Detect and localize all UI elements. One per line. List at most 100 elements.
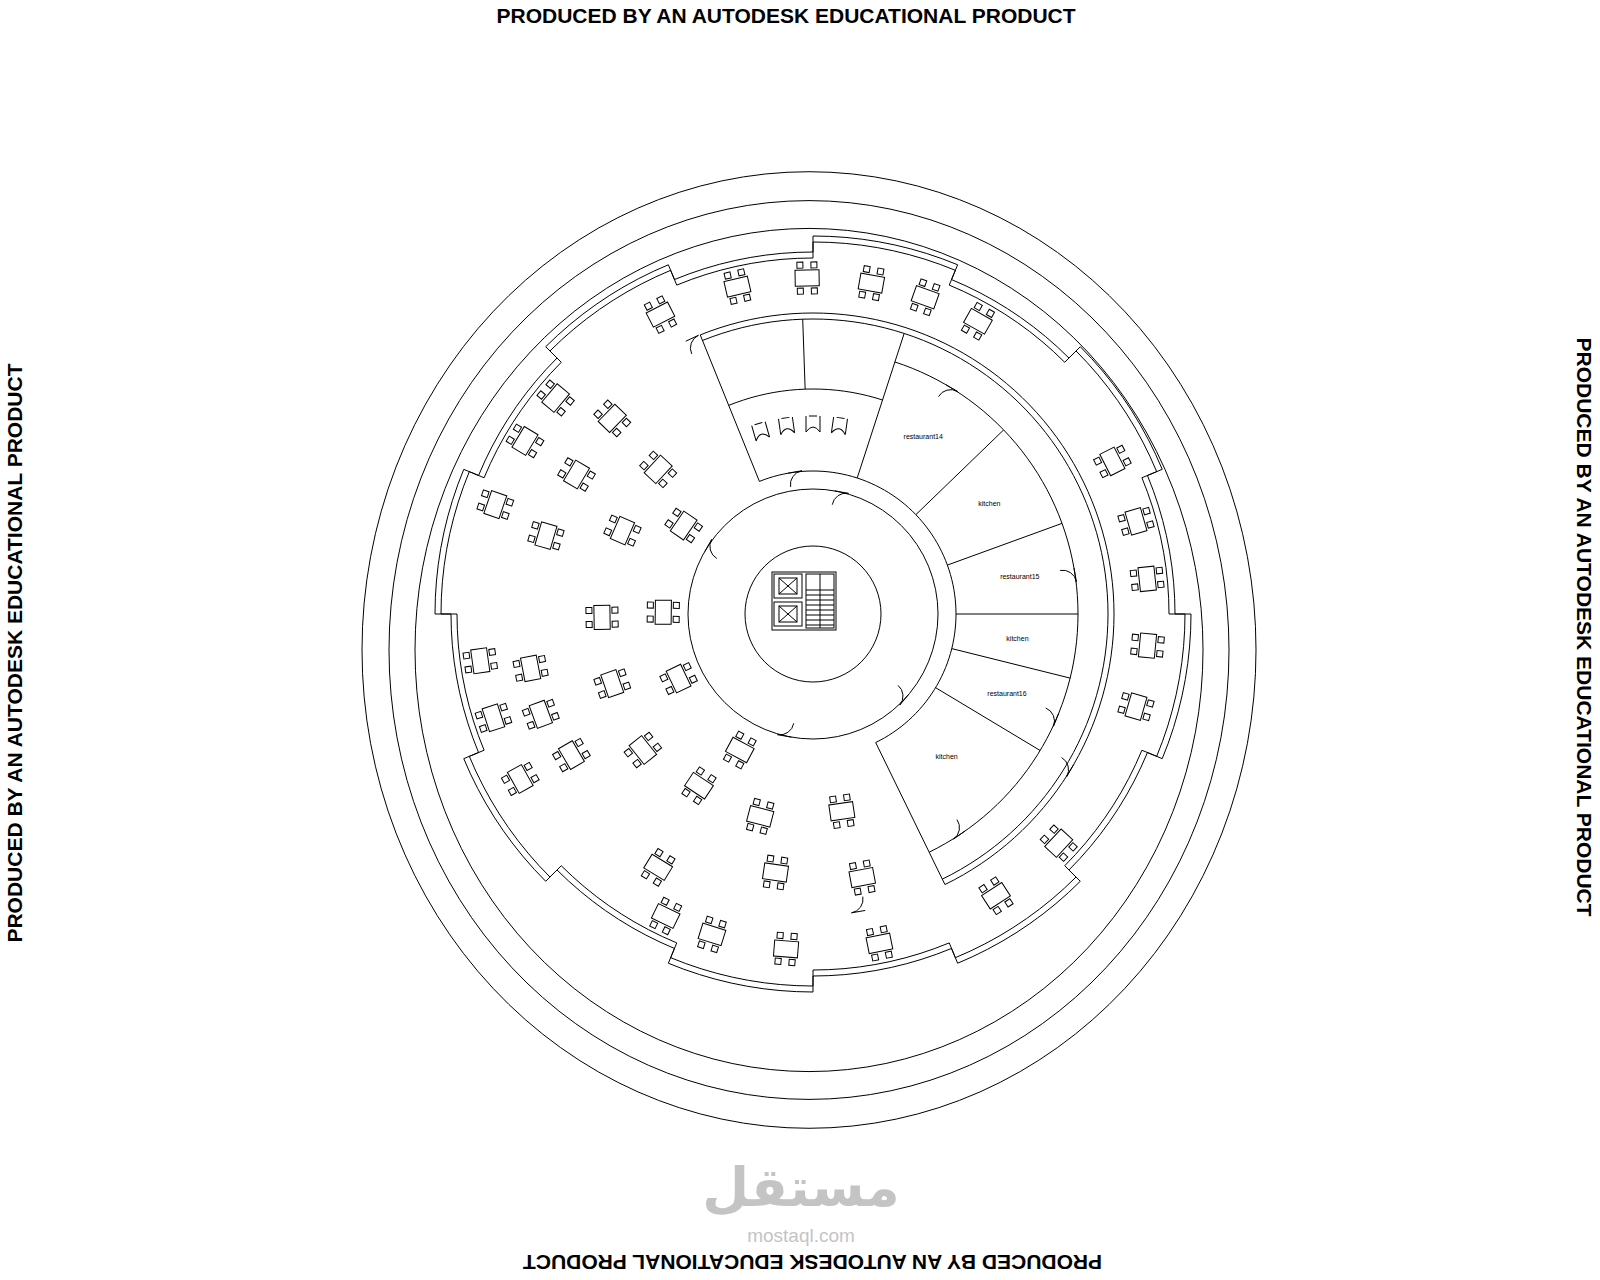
core-wall	[688, 489, 938, 739]
door-swing	[778, 723, 794, 737]
dining-table	[795, 262, 820, 294]
door-swing	[832, 491, 848, 505]
dining-table	[475, 701, 513, 734]
dining-table	[638, 450, 678, 489]
door-swing	[939, 385, 958, 397]
partition-wall	[857, 333, 904, 478]
room-name: kitchen	[936, 753, 958, 761]
dining-table	[463, 647, 498, 675]
dining-table	[745, 798, 776, 835]
dining-table	[1093, 444, 1132, 480]
dining-table	[643, 295, 679, 334]
dining-table	[1117, 505, 1154, 537]
curved-wall	[759, 471, 956, 743]
dining-table	[1130, 565, 1164, 592]
dining-table	[505, 422, 545, 459]
room-name: kitchen	[978, 500, 1000, 508]
curved-wall	[895, 362, 1078, 852]
partition-wall	[956, 614, 1078, 615]
dining-table	[761, 855, 789, 890]
dining-table	[603, 513, 642, 548]
watermark-text: PRODUCED BY AN AUTODESK EDUCATIONAL PROD…	[523, 1250, 1102, 1274]
dining-table	[664, 507, 704, 545]
room-box: kitchen	[1004, 634, 1030, 644]
watermark-text: PRODUCED BY AN AUTODESK EDUCATIONAL PROD…	[4, 363, 28, 942]
curved-wall	[702, 319, 1108, 879]
dining-table	[552, 737, 592, 774]
dining-table	[623, 731, 663, 770]
core-wall	[745, 546, 881, 682]
dining-table	[1117, 691, 1154, 723]
door-swing	[898, 685, 909, 705]
dining-table	[592, 399, 632, 439]
curved-wall	[729, 389, 883, 405]
dining-table	[857, 265, 886, 301]
dining-table	[536, 379, 576, 418]
outer-wall	[441, 242, 1185, 986]
room-name: restaurant15	[1000, 573, 1039, 581]
site-url: mostaql.com	[747, 1225, 855, 1247]
dining-table	[722, 268, 753, 305]
room-name: kitchen	[1006, 635, 1028, 643]
dining-table	[513, 654, 549, 684]
toilet-stall	[831, 417, 847, 435]
partition-wall	[876, 743, 945, 885]
site-ring	[389, 201, 1229, 1100]
dining-area	[513, 399, 877, 896]
dining-table	[696, 916, 729, 954]
dining-table	[864, 925, 894, 961]
dining-table	[557, 456, 597, 493]
dining-table	[640, 847, 677, 887]
door-swing	[1060, 568, 1076, 582]
room-box: restaurant15	[998, 572, 1041, 582]
dining-table	[1039, 823, 1079, 862]
outer-wall	[435, 236, 1191, 992]
site-rings	[362, 172, 1256, 1129]
door-swing	[705, 539, 717, 558]
room-box: kitchen	[976, 499, 1002, 509]
site-logo: مستقل	[702, 1157, 900, 1219]
lift-stair-core	[772, 572, 836, 630]
watermark-text: PRODUCED BY AN AUTODESK EDUCATIONAL PROD…	[496, 4, 1075, 28]
dining-table	[476, 488, 514, 521]
partition-wall	[952, 649, 1070, 679]
door-swing	[1062, 758, 1074, 777]
door-swing	[788, 471, 802, 487]
dining-table	[1130, 632, 1164, 659]
room-box: kitchen	[934, 752, 960, 762]
partition-wall	[947, 523, 1062, 565]
dining-table	[500, 761, 540, 798]
dining-table	[527, 520, 564, 552]
room-box: restaurant14	[902, 432, 945, 442]
site-ring	[415, 228, 1203, 1071]
dining-table	[960, 301, 997, 341]
door-swing	[851, 897, 865, 913]
dining-table	[648, 896, 684, 935]
dining-table	[659, 661, 698, 696]
door-swing	[954, 820, 965, 839]
room-name: restaurant16	[987, 690, 1026, 698]
partition-wall	[936, 688, 1041, 751]
toilet-stall	[806, 416, 820, 432]
room-name: restaurant14	[904, 433, 943, 441]
curved-wall	[700, 313, 1114, 885]
dining-table	[586, 605, 618, 630]
room-box: restaurant16	[985, 689, 1028, 699]
watermark-text: PRODUCED BY AN AUTODESK EDUCATIONAL PROD…	[1572, 337, 1596, 916]
dining-table	[522, 697, 560, 731]
dining-table	[680, 766, 718, 806]
building	[435, 236, 1191, 992]
dining-table	[647, 600, 679, 624]
toilet-stall	[752, 422, 770, 441]
partition-wall	[803, 319, 805, 389]
dining-table	[977, 876, 1015, 916]
toilet-stall	[779, 417, 795, 435]
site-ring	[362, 172, 1256, 1129]
dining-table	[909, 278, 942, 316]
dining-table	[722, 730, 758, 770]
dining-table	[828, 794, 856, 829]
door-swing	[1046, 708, 1059, 726]
